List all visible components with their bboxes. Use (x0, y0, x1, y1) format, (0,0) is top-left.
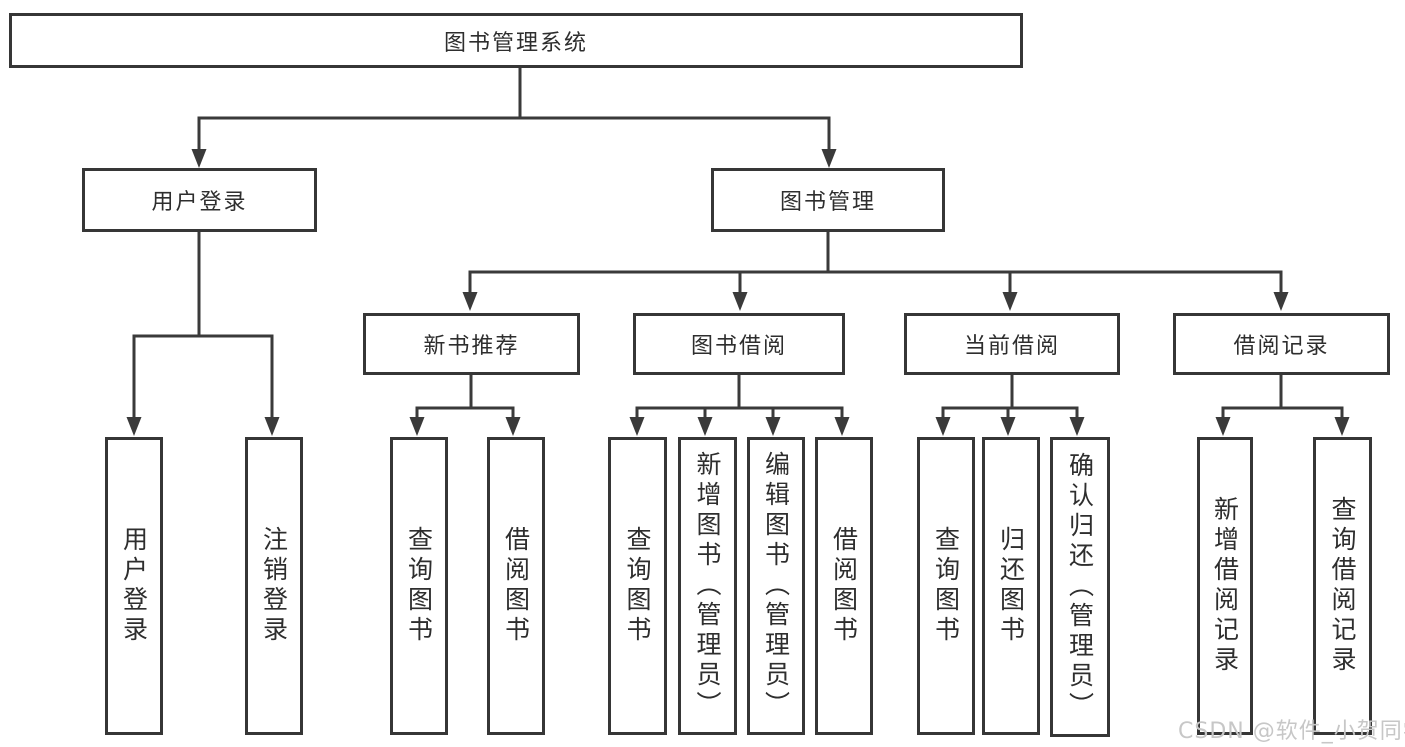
edge-root-to-level2 (191, 68, 837, 168)
node-borrowing-edit: 编辑图书（管理员） (747, 437, 805, 735)
node-new-books-label: 新书推荐 (423, 334, 520, 359)
node-new-books: 新书推荐 (363, 313, 580, 375)
arrowhead-icon (697, 417, 713, 436)
node-borrowing-add: 新增图书（管理员） (678, 437, 737, 735)
node-borrowing-edit-label: 编辑图书（管理员） (761, 451, 791, 721)
arrowhead-icon (462, 292, 478, 311)
node-newbooks-query-label: 查询图书 (404, 526, 434, 646)
node-records-query-label: 查询借阅记录 (1328, 496, 1357, 676)
node-borrowing-add-label: 新增图书（管理员） (693, 451, 722, 721)
edge-book-mgmt-children (462, 232, 1289, 311)
node-borrowing-borrow-label: 借阅图书 (829, 526, 859, 646)
node-current-borrow-label: 当前借阅 (963, 334, 1060, 359)
arrowhead-icon (1273, 292, 1289, 311)
edge-records-children (1215, 375, 1350, 436)
node-newbooks-query: 查询图书 (390, 437, 448, 735)
node-records-query: 查询借阅记录 (1313, 437, 1372, 735)
node-current-return: 归还图书 (982, 437, 1040, 735)
arrowhead-icon (1334, 417, 1350, 436)
node-current-return-label: 归还图书 (996, 526, 1026, 646)
node-borrowing-label: 图书借阅 (690, 334, 787, 359)
arrowhead-icon (1215, 417, 1231, 436)
node-login: 用户登录 (105, 437, 163, 735)
node-book-mgmt-label: 图书管理 (779, 190, 876, 215)
csdn-watermark: CSDN @软件_小贺同学 (1178, 719, 1405, 744)
node-current-confirm: 确认归还（管理员） (1050, 437, 1110, 737)
arrowhead-icon (1000, 417, 1016, 436)
node-borrowing-query: 查询图书 (608, 437, 667, 735)
arrowhead-icon (935, 417, 951, 436)
node-root-label: 图书管理系统 (443, 30, 588, 56)
node-current-confirm-label: 确认归还（管理员） (1065, 452, 1095, 722)
arrowhead-icon (1069, 417, 1085, 436)
arrowhead-icon (765, 417, 781, 436)
arrowhead-icon (821, 149, 837, 168)
arrowhead-icon (409, 417, 425, 436)
node-book-mgmt: 图书管理 (711, 168, 945, 232)
node-logout: 注销登录 (245, 437, 303, 735)
node-login-label: 用户登录 (119, 526, 149, 646)
node-user-login: 用户登录 (82, 168, 317, 232)
node-borrow-records-label: 借阅记录 (1233, 334, 1330, 359)
edge-user-login-children (126, 232, 280, 436)
node-borrowing-query-label: 查询图书 (623, 526, 652, 646)
arrowhead-icon (264, 417, 280, 436)
node-user-login-label: 用户登录 (151, 190, 248, 215)
arrowhead-icon (505, 417, 521, 436)
node-newbooks-borrow: 借阅图书 (487, 437, 545, 735)
node-records-add: 新增借阅记录 (1197, 437, 1253, 735)
node-borrowing: 图书借阅 (633, 313, 845, 375)
node-newbooks-borrow-label: 借阅图书 (501, 526, 531, 646)
node-root: 图书管理系统 (9, 13, 1023, 68)
edge-borrowing-children (629, 375, 850, 436)
node-current-borrow: 当前借阅 (904, 313, 1120, 375)
arrowhead-icon (629, 417, 645, 436)
node-records-add-label: 新增借阅记录 (1210, 496, 1240, 676)
arrowhead-icon (126, 417, 142, 436)
arrowhead-icon (834, 417, 850, 436)
node-borrow-records: 借阅记录 (1173, 313, 1390, 375)
node-borrowing-borrow: 借阅图书 (815, 437, 873, 735)
node-current-query-label: 查询图书 (931, 526, 961, 646)
edge-new-books-children (409, 375, 521, 436)
edge-current-children (935, 375, 1085, 436)
node-logout-label: 注销登录 (259, 526, 289, 646)
arrowhead-icon (191, 149, 207, 168)
arrowhead-icon (732, 292, 748, 311)
arrowhead-icon (1002, 292, 1018, 311)
node-current-query: 查询图书 (917, 437, 975, 735)
